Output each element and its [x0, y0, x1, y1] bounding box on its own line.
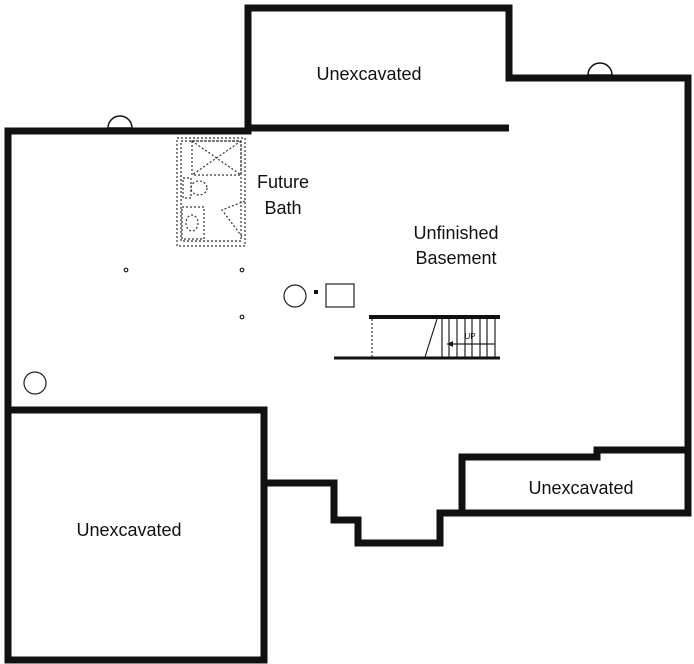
future-bath-label-2: Bath [264, 198, 301, 218]
stairs-up-label: UP [464, 332, 475, 341]
basement-label-2: Basement [415, 248, 496, 268]
right-unexcavated-wall [458, 446, 688, 513]
window-icon [587, 62, 613, 76]
left-unexcavated-label: Unexcavated [76, 520, 181, 540]
column-icon [123, 267, 129, 273]
furnace-icon [325, 283, 355, 308]
future-bath-label-1: Future [257, 172, 309, 192]
sump-pit-icon [23, 371, 47, 395]
top-unexcavated-label: Unexcavated [316, 64, 421, 84]
column-icon [239, 314, 245, 320]
future-bath-fixtures [176, 137, 246, 247]
basement-label-1: Unfinished [413, 223, 498, 243]
window-icon [107, 115, 133, 129]
right-unexcavated-label: Unexcavated [528, 478, 633, 498]
exterior-walls [4, 4, 692, 664]
column-icon [239, 267, 245, 273]
vent-icon [314, 290, 318, 294]
stairs: UP [334, 315, 500, 360]
arrow-left-icon [447, 341, 453, 347]
left-unexcavated-wall [8, 406, 268, 483]
water-heater-icon [283, 284, 307, 308]
